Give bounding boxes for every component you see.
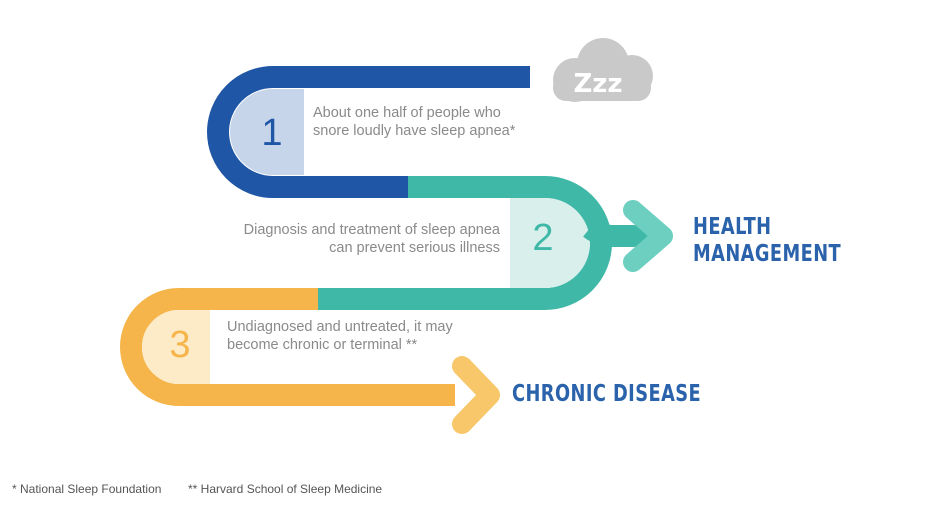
- cloud-label: Zzz: [573, 69, 622, 99]
- step-3-text: Undiagnosed and untreated, it may become…: [227, 319, 453, 353]
- step-2-arrow-head: [623, 200, 673, 272]
- cloud-zzz-icon: Zzz: [553, 38, 653, 102]
- step-1-text: About one half of people who snore loudl…: [313, 105, 516, 139]
- step-1-number: 1: [261, 112, 282, 154]
- step-3-loop: [120, 288, 500, 434]
- step-3-arrow-head: [452, 356, 500, 434]
- step-3-number: 3: [169, 324, 190, 366]
- footnote-national-sleep-foundation: * National Sleep Foundation: [12, 482, 162, 496]
- step-2-text: Diagnosis and treatment of sleep apnea c…: [243, 222, 500, 256]
- step-1-loop: [207, 66, 530, 198]
- health-management-line-2: MANAGEMENT: [693, 241, 842, 267]
- step-1-number-bg: [230, 89, 304, 175]
- step-3-band: [120, 288, 455, 406]
- step-3-number-bg: [142, 310, 210, 384]
- health-management-heading: HEALTH MANAGEMENT: [693, 214, 841, 268]
- step-2-number-bg: [510, 198, 590, 288]
- chronic-disease-heading: CHRONIC DISEASE: [512, 381, 702, 407]
- step-1-band: [207, 66, 530, 198]
- step-2-arrow-shaft: [583, 219, 650, 247]
- health-management-line-1: HEALTH: [693, 214, 772, 240]
- step-2-loop: [315, 176, 673, 310]
- step-2-number: 2: [532, 217, 553, 259]
- footnote-harvard-school: ** Harvard School of Sleep Medicine: [188, 482, 383, 496]
